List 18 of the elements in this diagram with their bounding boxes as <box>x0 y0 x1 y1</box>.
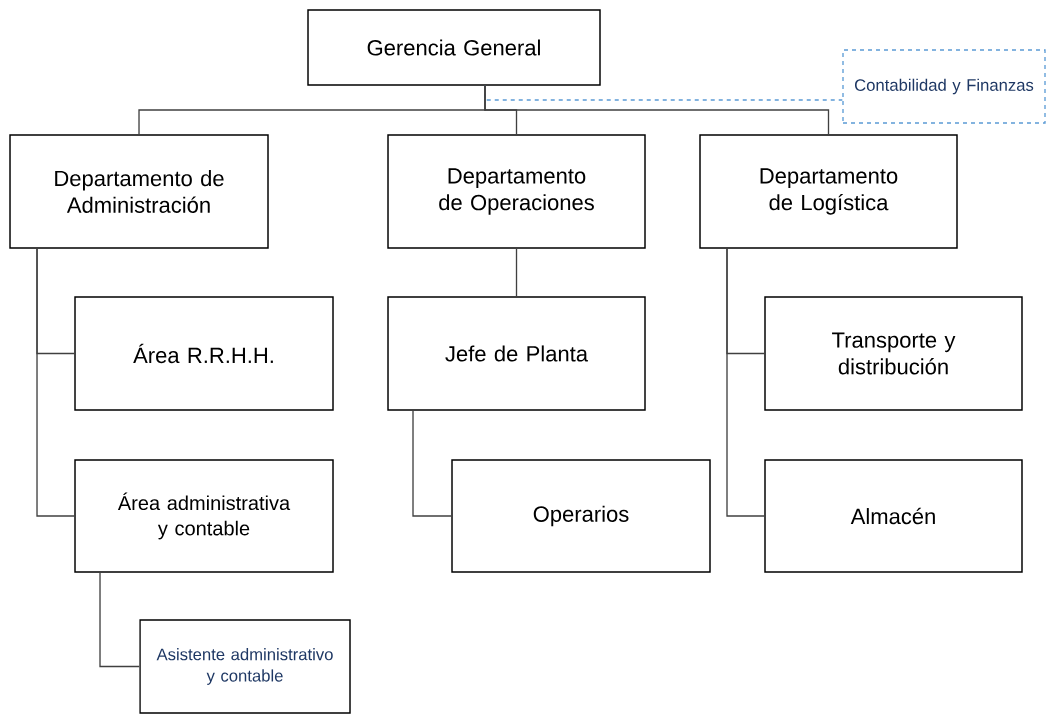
org-box: Jefe de Planta <box>387 296 646 411</box>
org-box: Gerencia General <box>307 9 601 86</box>
connector-line <box>726 248 765 517</box>
org-box: Operarios <box>451 459 711 573</box>
connector-line <box>412 410 452 517</box>
connector-line <box>515 248 518 297</box>
org-box: Departamento de Administración <box>9 134 269 249</box>
connector-line <box>36 248 75 517</box>
org-box: Transporte y distribución <box>764 296 1023 411</box>
org-box: Asistente administrativo y contable <box>139 619 351 714</box>
connector-line <box>484 85 830 135</box>
org-box: Almacén <box>764 459 1023 573</box>
org-box: Departamento de Operaciones <box>387 134 646 249</box>
org-box: Área administrativa y contable <box>74 459 334 573</box>
connector-line <box>99 572 140 668</box>
org-box: Departamento de Logística <box>699 134 958 249</box>
org-box: Área R.R.H.H. <box>74 296 334 411</box>
dashed-box: Contabilidad y Finanzas <box>842 49 1046 124</box>
